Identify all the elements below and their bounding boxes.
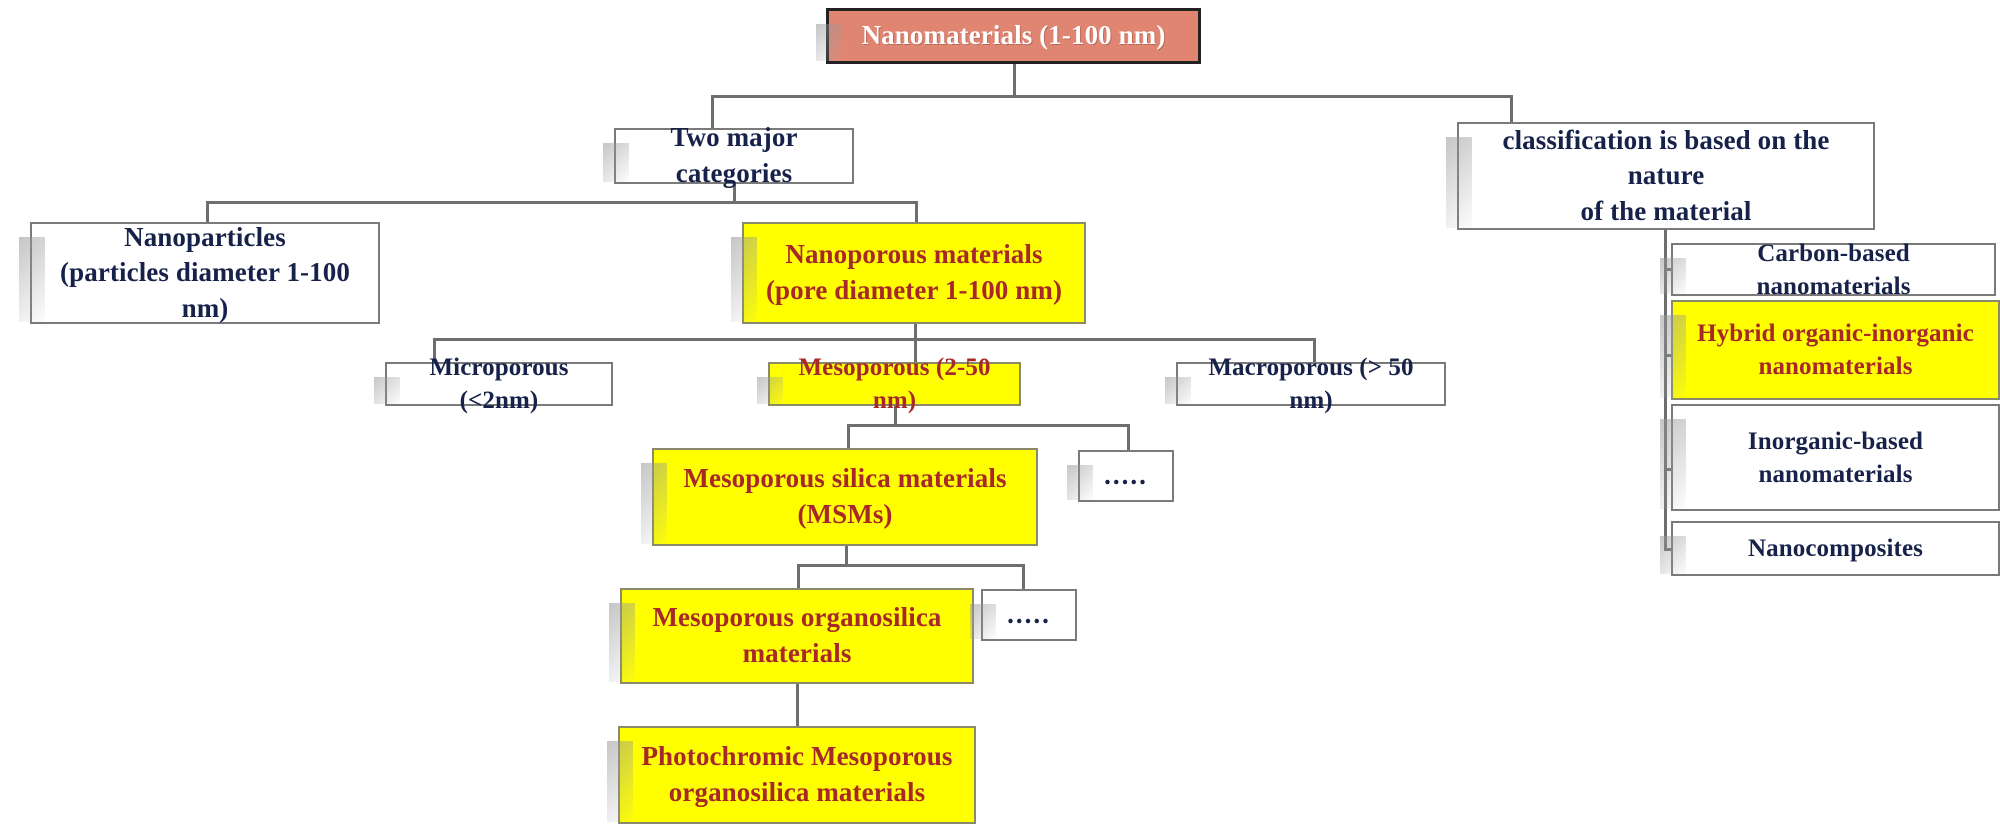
node-dots-msm[interactable]: .....: [1067, 450, 1174, 502]
node-carbon-based-nanomaterials[interactable]: Carbon-based nanomaterials: [1660, 240, 1996, 300]
connector-to-microporous: [433, 338, 436, 363]
node-inorganic-based-nanomaterials[interactable]: Inorganic-based nanomaterials: [1660, 404, 2000, 511]
connector-to-dots-msm: [1127, 424, 1130, 451]
node-nanoporous-materials[interactable]: Nanoporous materials (pore diameter 1-10…: [731, 222, 1086, 324]
node-carbon-based-label: Carbon-based nanomaterials: [1756, 239, 1911, 300]
connector-to-macroporous: [1313, 338, 1316, 363]
node-mesoporous[interactable]: Mesoporous (2-50 nm): [757, 354, 1021, 414]
node-dots-msm-label: .....: [1104, 460, 1148, 491]
connector-to-nanoparticles: [206, 201, 209, 223]
node-nanocomposites-label: Nanocomposites: [1747, 535, 1923, 562]
connector-to-msm: [847, 424, 850, 448]
node-microporous-label: Microporous (<2nm): [429, 354, 569, 414]
node-two-major-categories[interactable]: Two major categories: [603, 122, 854, 188]
connector-root-down: [1013, 62, 1016, 97]
connector-to-dots-organosilica: [1022, 564, 1025, 589]
node-mesoporous-organosilica-materials[interactable]: Mesoporous organosilica materials: [609, 588, 974, 684]
connector-classification-down: [1664, 230, 1667, 550]
connector-to-classification: [1510, 95, 1513, 128]
node-classification-nature[interactable]: classification is based on the nature of…: [1446, 122, 1875, 230]
node-nanoporous-materials-label: Nanoporous materials (pore diameter 1-10…: [765, 239, 1063, 305]
node-hybrid-organic-inorganic-nanomaterials[interactable]: Hybrid organic-inorganic nanomaterials: [1660, 300, 2000, 400]
connector-msm-bus: [847, 424, 1130, 427]
node-root-nanomaterials[interactable]: Nanomaterials (1-100 nm): [816, 8, 1201, 64]
node-macroporous-label: Macroporous (> 50 nm): [1208, 354, 1414, 414]
connector-msm-down: [845, 544, 848, 566]
connector-to-mesoporous: [914, 338, 917, 363]
node-hybrid-label: Hybrid organic-inorganic nanomaterials: [1697, 320, 1974, 380]
connector-to-nanoporous: [915, 201, 918, 234]
node-photochromic-label: Photochromic Mesoporous organosilica mat…: [641, 741, 953, 807]
node-mesoporous-label: Mesoporous (2-50 nm): [798, 354, 991, 414]
node-mesoporous-silica-materials-label: Mesoporous silica materials (MSMs): [683, 463, 1007, 529]
connector-mesoporous-down: [894, 404, 897, 426]
node-dots-organosilica-label: .....: [1007, 599, 1051, 630]
node-root-label: Nanomaterials (1-100 nm): [861, 20, 1166, 51]
connector-level1-bus: [711, 95, 1513, 98]
node-inorganic-based-label: Inorganic-based nanomaterials: [1747, 427, 1924, 488]
node-photochromic-mesoporous-organosilica[interactable]: Photochromic Mesoporous organosilica mat…: [607, 726, 976, 824]
connector-organosilica-down: [796, 684, 799, 726]
node-dots-organosilica[interactable]: .....: [970, 589, 1077, 641]
node-nanocomposites[interactable]: Nanocomposites: [1660, 521, 2000, 576]
node-classification-nature-label: classification is based on the nature of…: [1502, 124, 1830, 226]
connector-organosilica-bus: [797, 564, 1025, 567]
connector-to-two-major: [711, 95, 714, 128]
connector-porosity-bus: [433, 338, 1316, 341]
connector-level2-bus: [206, 201, 917, 204]
node-two-major-categories-label: Two major categories: [670, 122, 798, 188]
node-macroporous[interactable]: Macroporous (> 50 nm): [1165, 354, 1446, 414]
node-microporous[interactable]: Microporous (<2nm): [374, 354, 613, 414]
connector-nanoporous-down: [914, 323, 917, 340]
node-mesoporous-silica-materials[interactable]: Mesoporous silica materials (MSMs): [641, 448, 1038, 546]
connector-to-organosilica: [797, 564, 800, 588]
connector-twomajor-down: [733, 183, 736, 203]
node-mesoporous-organosilica-materials-label: Mesoporous organosilica materials: [652, 602, 942, 668]
node-nanoparticles[interactable]: Nanoparticles (particles diameter 1-100 …: [19, 221, 380, 324]
node-nanoparticles-label: Nanoparticles (particles diameter 1-100 …: [60, 221, 350, 323]
